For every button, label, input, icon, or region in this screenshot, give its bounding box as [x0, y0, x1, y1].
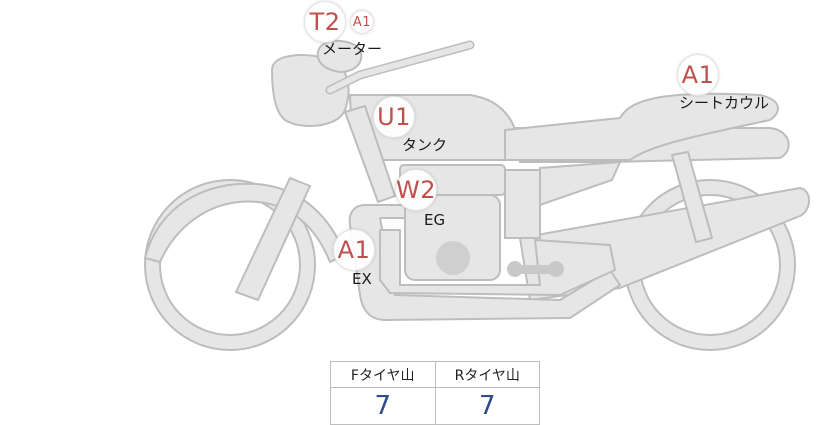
frame-center: [504, 169, 541, 239]
front-tire-value: 7: [330, 387, 436, 425]
part-name-label: タンク: [402, 136, 448, 154]
front-tire-header: Fタイヤ山: [330, 361, 436, 388]
exhaust-pipe: [348, 204, 621, 321]
footpeg: [507, 261, 564, 277]
part-code-badge[interactable]: U1: [373, 96, 415, 138]
engine-fin: [539, 160, 622, 207]
engine-cover: [436, 241, 470, 275]
part-name-label: EX: [352, 270, 372, 288]
part-code-badge[interactable]: A1: [333, 229, 375, 271]
rear-shock: [671, 151, 713, 243]
tire-tread-table: Fタイヤ山 Rタイヤ山 7 7: [330, 361, 540, 425]
rear-tire-header: Rタイヤ山: [434, 361, 540, 388]
part-code-badge[interactable]: A1: [350, 10, 374, 34]
part-code-badge[interactable]: T2: [304, 1, 346, 43]
part-name-label: EG: [424, 211, 446, 229]
part-name-label: メーター: [322, 40, 383, 58]
seat: [504, 92, 779, 161]
part-name-label: シートカウル: [679, 94, 770, 112]
part-code-badge[interactable]: W2: [395, 169, 437, 211]
lower-frame: [379, 229, 616, 296]
part-code-badge[interactable]: A1: [677, 54, 719, 96]
headlight: [271, 54, 350, 127]
rear-tire-value: 7: [434, 387, 540, 425]
engine-block: [404, 194, 501, 281]
front-fork: [235, 177, 311, 301]
